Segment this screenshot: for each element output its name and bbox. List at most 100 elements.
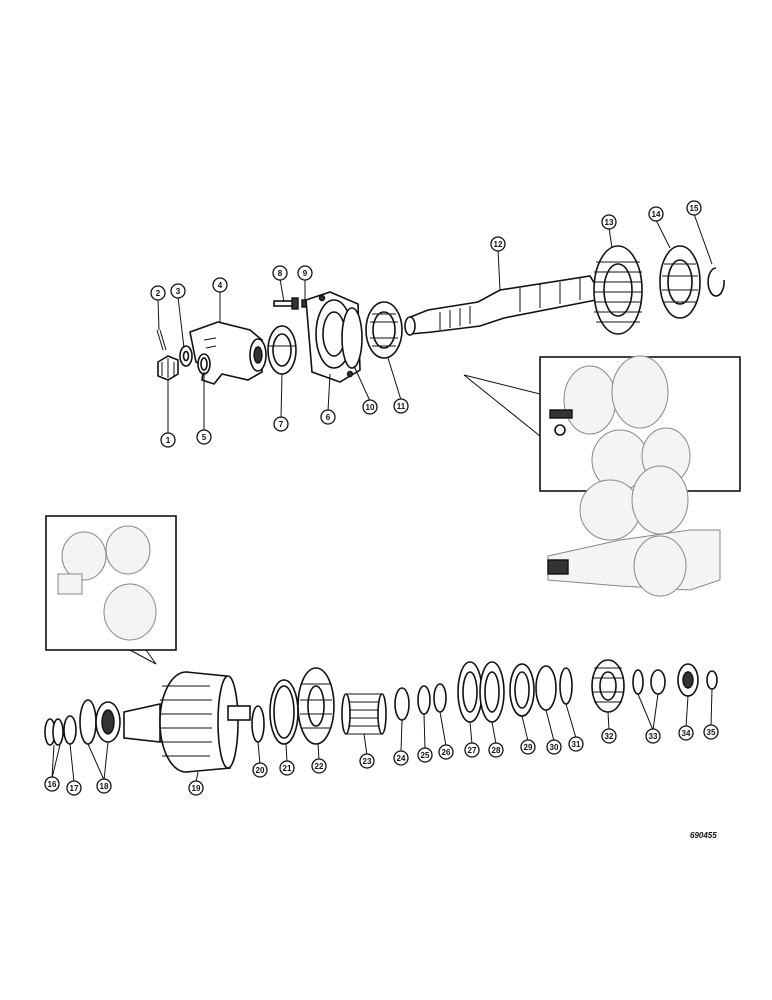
callout-19: 19 (188, 780, 204, 796)
callout-label: 10 (366, 403, 375, 412)
callout-20: 20 (252, 762, 268, 778)
callout-circle (488, 742, 504, 758)
callout-label: 27 (468, 746, 477, 755)
part-10-gasket (341, 307, 363, 369)
callout-4: 4 (212, 277, 228, 293)
part-27-disc (457, 661, 483, 723)
callout-circle (188, 780, 204, 796)
callout-circle (678, 725, 694, 741)
callout-circle (44, 776, 60, 792)
callout-circle (273, 416, 289, 432)
callout-label: 32 (605, 732, 614, 741)
callout-label: 5 (202, 433, 207, 442)
callout-circle (96, 778, 112, 794)
callout-30: 30 (546, 739, 562, 755)
callout-circle (311, 758, 327, 774)
callout-7: 7 (273, 416, 289, 432)
callout-circle (568, 736, 584, 752)
callout-circle (359, 753, 375, 769)
callout-27: 27 (464, 742, 480, 758)
part-26-ring (433, 683, 447, 713)
callout-circle (196, 429, 212, 445)
callout-label: 9 (303, 269, 308, 278)
callout-31: 31 (568, 736, 584, 752)
callout-label: 22 (315, 762, 324, 771)
callout-label: 12 (494, 240, 503, 249)
callout-circle (272, 265, 288, 281)
callout-circle (212, 277, 228, 293)
part-3-washer (179, 345, 193, 367)
callout-13: 13 (601, 214, 617, 230)
reference-number: 690455 (690, 831, 717, 840)
part-2-cotter-pin (156, 329, 167, 351)
callout-15: 15 (686, 200, 702, 216)
callout-circle (252, 762, 268, 778)
part-25-ring (417, 685, 431, 715)
leader-lines (51, 213, 713, 783)
callout-label: 8 (278, 269, 283, 278)
callout-circle (160, 432, 176, 448)
part-1-nut (157, 355, 179, 381)
callout-label: 34 (682, 729, 691, 738)
callout-10: 10 (362, 399, 378, 415)
callout-circle (520, 739, 536, 755)
callout-label: 15 (690, 204, 699, 213)
callout-label: 26 (442, 748, 451, 757)
callout-9: 9 (297, 265, 313, 281)
callout-label: 19 (192, 784, 201, 793)
callout-circle (66, 780, 82, 796)
part-18-spacer (79, 699, 121, 745)
part-17-ring (63, 715, 77, 745)
callout-label: 11 (397, 402, 406, 411)
part-8-bolt (273, 297, 299, 310)
callout-label: 33 (649, 732, 658, 741)
callout-circle (703, 724, 719, 740)
callout-label: 1 (166, 436, 171, 445)
part-12-shaft (404, 275, 597, 336)
callout-circle (648, 206, 664, 222)
callout-label: 29 (524, 743, 533, 752)
callout-circle (601, 214, 617, 230)
callout-28: 28 (488, 742, 504, 758)
part-15-snap-ring (707, 267, 725, 297)
callout-circle (150, 285, 166, 301)
callout-3: 3 (170, 283, 186, 299)
callout-circle (279, 760, 295, 776)
callout-circle (645, 728, 661, 744)
callout-25: 25 (417, 747, 433, 763)
callout-8: 8 (272, 265, 288, 281)
callout-label: 16 (48, 780, 57, 789)
callout-label: 2 (156, 289, 161, 298)
part-5-ring (197, 353, 211, 375)
callout-circle (686, 200, 702, 216)
callout-label: 28 (492, 746, 501, 755)
callout-label: 20 (256, 766, 265, 775)
part-23-spring (341, 693, 387, 735)
part-7-seal (267, 325, 297, 375)
part-28-disc (479, 661, 505, 723)
right-faint-assembly (547, 465, 721, 597)
callout-circle (417, 747, 433, 763)
callout-circle (438, 744, 454, 760)
callout-label: 23 (363, 757, 372, 766)
callout-circle (170, 283, 186, 299)
part-21-ring (269, 679, 299, 745)
callout-circle (546, 739, 562, 755)
callout-label: 17 (70, 784, 79, 793)
callout-label: 14 (652, 210, 661, 219)
callout-21: 21 (279, 760, 295, 776)
callout-29: 29 (520, 739, 536, 755)
upper-inset (463, 355, 741, 492)
callout-18: 18 (96, 778, 112, 794)
part-19-clutch-drum (123, 671, 251, 773)
callout-circle (297, 265, 313, 281)
part-22-piston (297, 667, 335, 745)
callout-23: 23 (359, 753, 375, 769)
callout-circle (320, 409, 336, 425)
part-35-ring (706, 670, 718, 690)
lower-assembly (44, 659, 718, 773)
callout-label: 18 (100, 782, 109, 791)
part-11-bearing (365, 301, 403, 359)
callout-circle (464, 742, 480, 758)
